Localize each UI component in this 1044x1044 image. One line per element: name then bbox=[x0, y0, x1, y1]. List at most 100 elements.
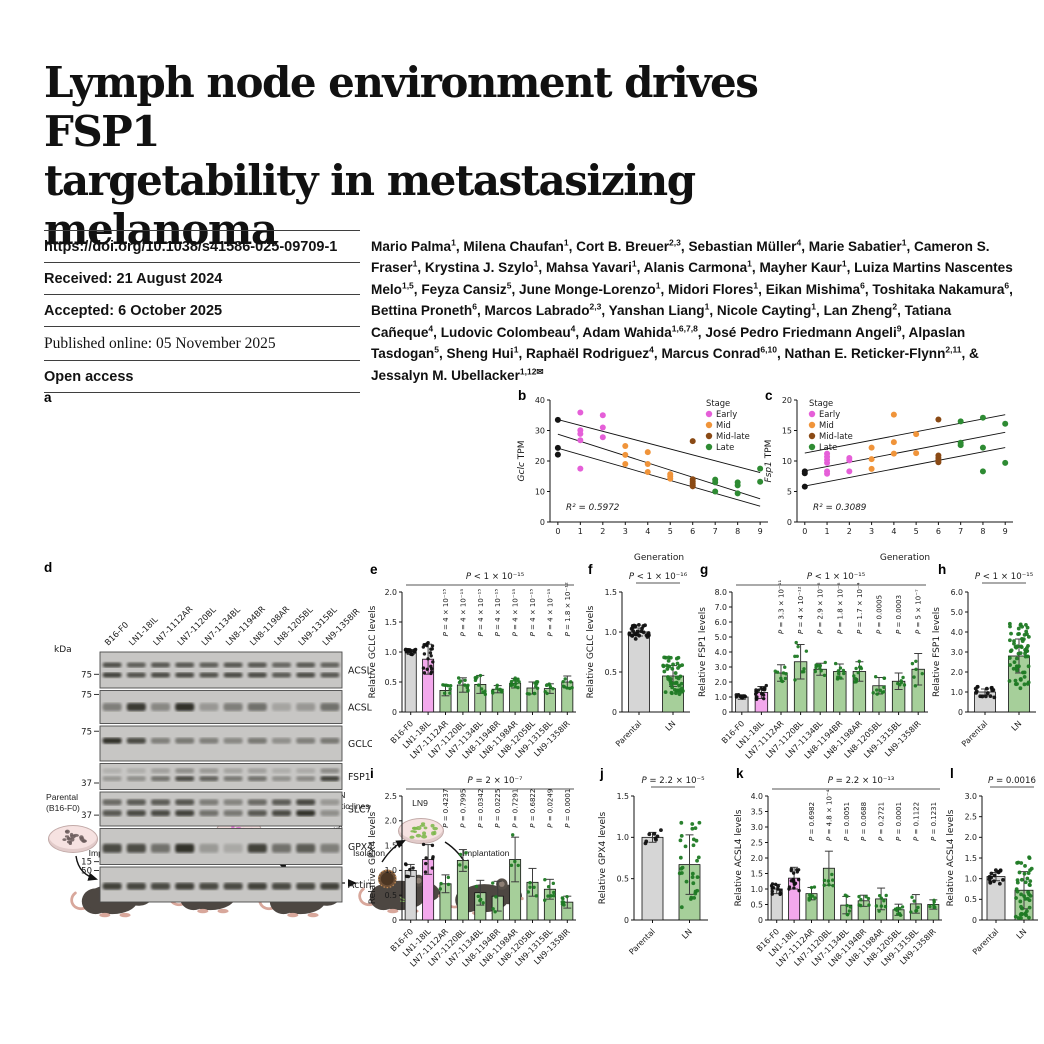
svg-text:SLC7A11: SLC7A11 bbox=[348, 805, 372, 816]
ln9-label: LN9 bbox=[412, 798, 428, 808]
isolation-label-2: Isolation bbox=[352, 848, 385, 858]
author: Tatiana Cañeque4 bbox=[371, 303, 952, 340]
author: Sebastian Müller4 bbox=[688, 237, 802, 254]
svg-text:P = 5 × 10⁻⁷: P = 5 × 10⁻⁷ bbox=[915, 589, 923, 634]
svg-text:1.5: 1.5 bbox=[965, 854, 977, 863]
svg-text:P = 4 × 10⁻¹⁵: P = 4 × 10⁻¹⁵ bbox=[546, 589, 554, 637]
svg-text:6.0: 6.0 bbox=[951, 588, 963, 597]
svg-text:2: 2 bbox=[847, 527, 852, 536]
author: Alanis Carmona1 bbox=[643, 258, 752, 276]
svg-text:2.0: 2.0 bbox=[385, 588, 397, 597]
svg-text:P = 0.7995: P = 0.7995 bbox=[459, 789, 467, 828]
svg-text:1.5: 1.5 bbox=[385, 618, 397, 627]
svg-text:P = 0.0003: P = 0.0003 bbox=[895, 595, 903, 634]
svg-text:15: 15 bbox=[81, 858, 92, 868]
implantation-label-3: Implantation bbox=[462, 848, 510, 858]
svg-text:P = 2.9 × 10⁻⁶: P = 2.9 × 10⁻⁶ bbox=[817, 582, 825, 634]
doi-link[interactable]: https://doi.org/10.1038/s41586-025-09709… bbox=[44, 231, 360, 263]
svg-text:37: 37 bbox=[81, 811, 92, 821]
svg-text:R² = 0.3089: R² = 0.3089 bbox=[813, 503, 867, 513]
svg-text:P < 1 × 10⁻¹⁵: P < 1 × 10⁻¹⁵ bbox=[975, 572, 1034, 582]
svg-text:P = 4 × 10⁻¹⁵: P = 4 × 10⁻¹⁵ bbox=[512, 589, 520, 637]
svg-text:2.0: 2.0 bbox=[715, 678, 727, 687]
blot-row-ACSL3: 75ACSL3 bbox=[81, 651, 378, 689]
svg-text:P < 1 × 10⁻¹⁵: P < 1 × 10⁻¹⁵ bbox=[466, 572, 525, 582]
bars bbox=[769, 850, 940, 921]
svg-text:P = 1.7 × 10⁻⁴: P = 1.7 × 10⁻⁴ bbox=[856, 582, 864, 634]
svg-text:P = 4 × 10⁻¹⁵: P = 4 × 10⁻¹⁵ bbox=[459, 589, 467, 637]
data-points bbox=[801, 411, 1009, 490]
author: Jessalyn M. Ubellacker1,12 bbox=[371, 366, 537, 383]
svg-text:kDa: kDa bbox=[54, 645, 72, 655]
svg-text:0.5: 0.5 bbox=[385, 678, 397, 687]
author: Adam Wahida1,6,7,8 bbox=[582, 323, 698, 340]
svg-text:P = 0.0249: P = 0.0249 bbox=[546, 789, 554, 828]
bars bbox=[986, 855, 1034, 921]
svg-text:40: 40 bbox=[535, 396, 545, 405]
svg-text:P = 0.1122: P = 0.1122 bbox=[912, 802, 920, 841]
svg-text:8.0: 8.0 bbox=[715, 588, 727, 597]
svg-text:LN: LN bbox=[680, 927, 694, 941]
svg-text:P = 4 × 10⁻¹⁵: P = 4 × 10⁻¹⁵ bbox=[494, 589, 502, 637]
svg-text:Generation: Generation bbox=[880, 553, 930, 563]
svg-text:P = 3.3 × 10⁻¹¹: P = 3.3 × 10⁻¹¹ bbox=[778, 580, 786, 634]
author: Ludovic Colombeau4 bbox=[440, 323, 576, 340]
svg-text:P = 0.1231: P = 0.1231 bbox=[930, 802, 938, 841]
svg-text:Parental: Parental bbox=[960, 719, 990, 749]
svg-text:9: 9 bbox=[1003, 527, 1008, 536]
svg-text:P = 0.6982: P = 0.6982 bbox=[808, 802, 816, 841]
svg-text:2.5: 2.5 bbox=[385, 792, 397, 801]
svg-text:P = 0.0688: P = 0.0688 bbox=[860, 802, 868, 841]
svg-text:2: 2 bbox=[600, 527, 605, 536]
svg-text:R² = 0.5972: R² = 0.5972 bbox=[566, 503, 620, 513]
svg-text:20: 20 bbox=[782, 396, 792, 405]
svg-text:2.0: 2.0 bbox=[965, 833, 977, 842]
svg-text:2.5: 2.5 bbox=[751, 838, 763, 847]
svg-text:1.5: 1.5 bbox=[605, 588, 617, 597]
svg-text:3.0: 3.0 bbox=[751, 823, 763, 832]
svg-text:1.0: 1.0 bbox=[617, 833, 629, 842]
author: Marcos Labrado2,3 bbox=[484, 301, 602, 319]
svg-text:0: 0 bbox=[392, 916, 397, 925]
svg-text:Late: Late bbox=[716, 442, 734, 452]
svg-text:P = 0.0051: P = 0.0051 bbox=[843, 802, 851, 841]
svg-text:0: 0 bbox=[722, 708, 727, 717]
svg-text:0.5: 0.5 bbox=[605, 668, 617, 677]
svg-text:Stage: Stage bbox=[809, 398, 833, 408]
svg-text:Relative GPX4 levels: Relative GPX4 levels bbox=[598, 811, 608, 904]
svg-text:P = 0.2721: P = 0.2721 bbox=[878, 802, 886, 841]
petri-dish-ln9 bbox=[398, 818, 444, 844]
svg-text:LN: LN bbox=[664, 719, 678, 733]
author: Raphaël Rodriguez4 bbox=[526, 344, 654, 362]
svg-text:75: 75 bbox=[81, 690, 92, 700]
author: Milena Chaufan1 bbox=[463, 237, 569, 254]
svg-text:Relative GCLC levels: Relative GCLC levels bbox=[368, 605, 378, 698]
svg-text:7: 7 bbox=[713, 527, 718, 536]
panel-letter-k: k bbox=[736, 766, 744, 781]
svg-text:FSP1: FSP1 bbox=[348, 772, 371, 783]
svg-text:P = 1.8 × 10⁻⁶: P = 1.8 × 10⁻⁶ bbox=[836, 582, 844, 634]
svg-text:0: 0 bbox=[540, 518, 545, 527]
svg-text:Relative ACSL4 levels: Relative ACSL4 levels bbox=[946, 809, 956, 906]
svg-text:B16-F0: B16-F0 bbox=[102, 620, 130, 648]
svg-text:GCLC: GCLC bbox=[348, 739, 372, 750]
svg-text:4.0: 4.0 bbox=[715, 648, 727, 657]
svg-text:Relative GCLC levels: Relative GCLC levels bbox=[586, 605, 596, 698]
open-access-badge: Open access bbox=[44, 361, 360, 393]
author: Nathan E. Reticker-Flynn2,11 bbox=[784, 344, 962, 362]
svg-text:P = 4 × 10⁻¹⁵: P = 4 × 10⁻¹⁵ bbox=[529, 589, 537, 637]
svg-text:ACSL3: ACSL3 bbox=[348, 666, 372, 677]
svg-text:5: 5 bbox=[668, 527, 673, 536]
svg-text:P = 0.0005: P = 0.0005 bbox=[876, 595, 884, 634]
corresponding-author-icon: ✉ bbox=[536, 366, 544, 377]
svg-text:1.0: 1.0 bbox=[715, 693, 727, 702]
